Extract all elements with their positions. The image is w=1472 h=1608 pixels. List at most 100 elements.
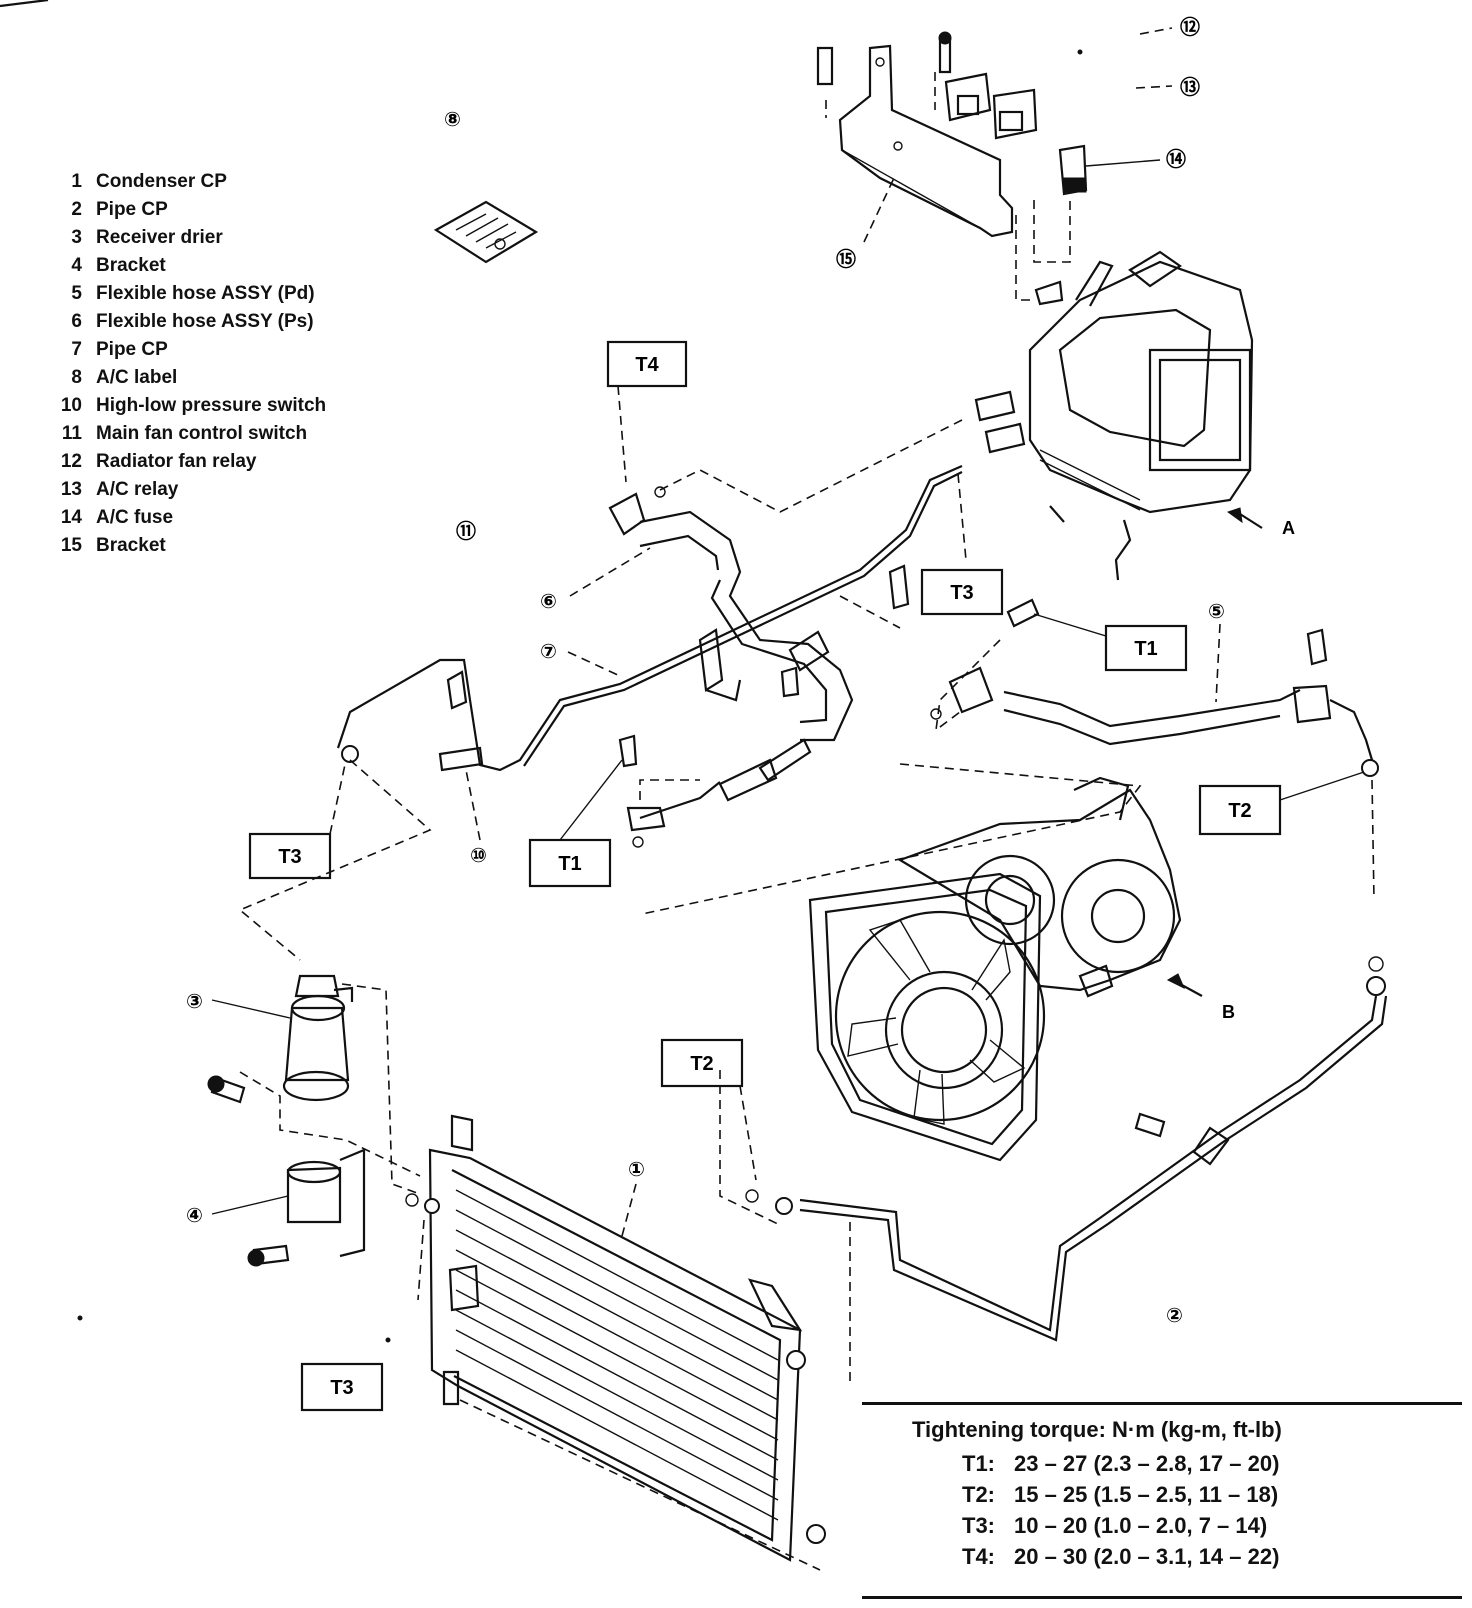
- pipe-7-routing: [336, 464, 963, 772]
- scan-dot: [385, 1337, 391, 1343]
- legend-label: Pipe CP: [96, 199, 168, 220]
- pipe-cp-2: [745, 956, 1388, 1342]
- hose-clamp: [1292, 684, 1332, 724]
- fan-shroud-inner: [824, 888, 1028, 1146]
- pipe-clamp: [698, 628, 724, 692]
- fan-shroud: [808, 872, 1042, 1162]
- o-ring-icon: [405, 1193, 419, 1207]
- bolt-icon: [1306, 628, 1328, 666]
- leader-dashed: [839, 595, 901, 629]
- torque-key: T1:: [962, 1451, 995, 1476]
- label-text-lines: [455, 213, 517, 249]
- compressor-fitting: [1078, 964, 1114, 998]
- suction-hose-inner: [639, 534, 720, 571]
- callout-15: ⑮: [836, 247, 856, 271]
- compressor-pulley-inner: [984, 874, 1036, 926]
- torque-row: T2:15 – 25 (1.5 – 2.5, 11 – 18): [962, 1479, 1462, 1510]
- view-label-b: B: [1222, 1002, 1235, 1022]
- legend-number: 2: [71, 199, 82, 220]
- torque-value: 20 – 30 (2.0 – 3.1, 14 – 22): [1014, 1544, 1280, 1569]
- drier-body: [284, 1006, 350, 1082]
- arrow-a-shaft: [1239, 513, 1263, 529]
- condenser-fins: [455, 1189, 779, 1521]
- torque-box-frame: [920, 568, 1004, 616]
- arrow-b-shaft: [1179, 983, 1203, 997]
- torque-value: 23 – 27 (2.3 – 2.8, 17 – 20): [1014, 1451, 1280, 1476]
- legend-label: A/C relay: [96, 479, 179, 500]
- callout-4: ④: [186, 1203, 203, 1227]
- legend-label: Main fan control switch: [96, 423, 308, 444]
- compressor-fan-assembly: [808, 776, 1203, 1162]
- evaporator-case: [1028, 260, 1254, 514]
- torque-box-t4: T4: [606, 340, 688, 388]
- flexible-hose-6: [608, 486, 854, 848]
- condenser-cp-1: [424, 1114, 826, 1562]
- fan-blades: [847, 919, 1026, 1125]
- leader-dashed: [617, 385, 627, 483]
- bolt-icon: [780, 666, 800, 698]
- table-rule-bottom: [862, 1596, 1462, 1599]
- leader-dashed: [567, 651, 621, 677]
- legend-number: 5: [71, 283, 82, 304]
- label-mark: [494, 238, 506, 250]
- torque-box-label: T2: [1228, 800, 1251, 822]
- condenser-mount: [747, 1278, 803, 1332]
- callout-14: ⑭: [1166, 147, 1186, 171]
- relay-bracket-assembly: [816, 31, 1088, 306]
- bracket-15: [838, 44, 1014, 238]
- pipe-nut: [1366, 976, 1386, 996]
- label-sticker: [433, 200, 539, 264]
- legend-number: 12: [60, 451, 82, 472]
- leader-line: [1279, 771, 1365, 801]
- condenser-fitting: [424, 1198, 440, 1214]
- condenser-fitting: [806, 1524, 826, 1544]
- compressor-pulley: [964, 854, 1056, 946]
- discharge-hose-bottom: [1003, 708, 1281, 746]
- leader-line: [211, 1195, 289, 1215]
- hose-fitting: [608, 492, 646, 536]
- evaporator-bracket: [1128, 250, 1182, 288]
- legend-label: Flexible hose ASSY (Pd): [96, 283, 315, 304]
- hose-end-fitting: [626, 806, 666, 832]
- torque-box-frame: [300, 1362, 384, 1412]
- torque-value: 10 – 20 (1.0 – 2.0, 7 – 14): [1014, 1513, 1268, 1538]
- bolt-icon: [816, 46, 834, 86]
- evaporator-unit: [974, 250, 1263, 581]
- compressor-body: [897, 788, 1182, 992]
- pipe-7: [336, 464, 963, 772]
- torque-box-frame: [1104, 624, 1188, 672]
- leader-dashed: [238, 759, 432, 961]
- callout-7: ⑦: [540, 639, 557, 663]
- bolt-icon: [888, 564, 910, 610]
- torque-box-label: T2: [690, 1053, 713, 1075]
- legend-number: 4: [71, 255, 82, 276]
- evaporator-outlet-fitting: [984, 422, 1026, 454]
- leader-dashed: [1015, 215, 1032, 301]
- torque-box-t3: T3: [920, 568, 1004, 616]
- legend-number: 13: [60, 479, 82, 500]
- torque-box-t3: T3: [248, 832, 332, 880]
- leader-dashed: [465, 769, 481, 841]
- bracket-band-top: [286, 1160, 342, 1184]
- pressure-switch-10: [438, 746, 484, 772]
- bracket-band: [286, 1166, 342, 1224]
- o-ring-icon: [930, 708, 942, 720]
- o-ring-icon: [1368, 956, 1384, 972]
- pipe-fitting: [446, 670, 468, 710]
- torque-row: T4:20 – 30 (2.0 – 3.1, 14 – 22): [962, 1541, 1462, 1572]
- evaporator-panel: [1058, 308, 1212, 448]
- hose-clamp: [788, 630, 830, 672]
- fan-ring: [834, 910, 1046, 1122]
- o-ring-icon: [632, 836, 644, 848]
- o-ring-icon: [745, 1189, 759, 1203]
- case-seam: [1039, 449, 1141, 511]
- discharge-pipe: [1329, 699, 1374, 761]
- callout-5: ⑤: [1208, 599, 1225, 623]
